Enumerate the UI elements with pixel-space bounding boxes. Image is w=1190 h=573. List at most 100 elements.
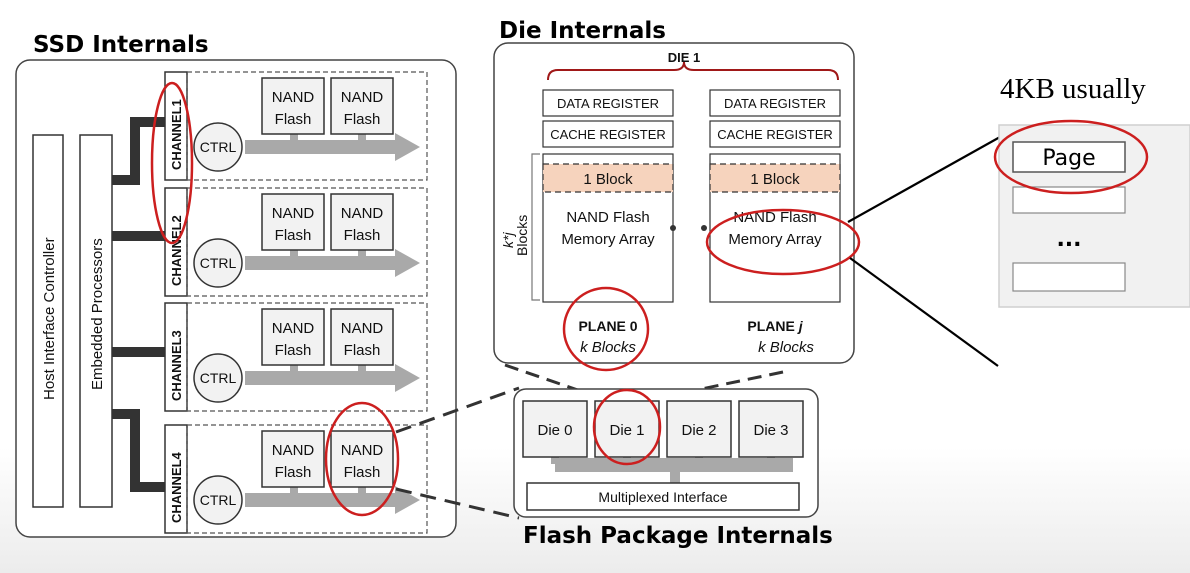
channel-4-ctrl-circle [193, 475, 243, 525]
die-2-box [666, 400, 732, 458]
planej-data-register [709, 89, 841, 117]
planej-cache-register [709, 120, 841, 148]
channel-2-dashed-box [186, 187, 428, 297]
channel-4-group: CHANNEL4 CTRL NAND Flash NAND Flash [164, 424, 428, 534]
svg-text:Memory Array: Memory Array [561, 231, 655, 248]
plane0-name: PLANE 0 [578, 318, 637, 334]
svg-text:CACHE REGISTER: CACHE REGISTER [717, 127, 833, 142]
svg-text:DATA REGISTER: DATA REGISTER [724, 96, 826, 111]
page-size-caption: 4KB usually [1000, 73, 1146, 105]
die-3-label: Die 3 [753, 422, 788, 439]
embedded-processors-box [79, 134, 113, 508]
planej-name: PLANE j [747, 318, 803, 334]
channel-3-nand-b [330, 308, 394, 366]
multiplexed-interface-label: Multiplexed Interface [598, 489, 727, 505]
channel-1-ctrl-label: CTRL [200, 139, 237, 155]
blocks-axis-label: Blocks [514, 215, 530, 256]
die-3-box [738, 400, 804, 458]
svg-text:NAND Flash: NAND Flash [566, 209, 649, 226]
channel-3-nand-a [261, 308, 325, 366]
connector-die-left [504, 363, 599, 399]
svg-text:NAND: NAND [272, 320, 315, 337]
callout-line-top [847, 136, 1001, 223]
svg-text:1 Block: 1 Block [750, 171, 800, 188]
channel-3-ctrl-circle [193, 353, 243, 403]
plane0-data-register [542, 89, 674, 117]
svg-text:NAND: NAND [341, 205, 384, 222]
svg-text:Flash: Flash [344, 111, 381, 128]
page-row-last [1012, 262, 1126, 292]
die-2-label: Die 2 [681, 422, 716, 439]
plane0-highlight-ellipse [562, 286, 650, 372]
die-0-box [522, 400, 588, 458]
channel-3-dashed-box [186, 302, 428, 412]
channel-1-ctrl-circle [193, 122, 243, 172]
plane0-block [542, 163, 674, 193]
plane0-cache-register [542, 120, 674, 148]
channel-1-nand-b [330, 77, 394, 135]
svg-text:1 Block: 1 Block [583, 171, 633, 188]
channel-4-label: CHANNEL4 [169, 451, 184, 523]
bus-lines [112, 117, 165, 492]
channel-4-dashed-box [186, 424, 428, 534]
die-label: DIE 1 [668, 50, 701, 65]
svg-text:Flash: Flash [344, 342, 381, 359]
channel-highlight-ellipse [150, 81, 194, 245]
svg-text:Memory Array: Memory Array [728, 231, 822, 248]
page-row [1012, 141, 1126, 173]
page-label: Page [1042, 146, 1095, 171]
die-1-label: Die 1 [609, 422, 644, 439]
channel-2-ctrl-circle [193, 238, 243, 288]
host-interface-controller-box [32, 134, 64, 508]
svg-text:NAND: NAND [341, 442, 384, 459]
embedded-processors-label: Embedded Processors [89, 238, 106, 390]
channel-3-group: CHANNEL3 CTRL NAND Flash NAND Flash [164, 302, 428, 412]
nand-highlight-ellipse [324, 401, 400, 517]
connector-dashed-top [395, 386, 520, 434]
die-0-label: Die 0 [537, 422, 572, 439]
channel-1-group: CHANNEL1 CTRL NAND Flash NAND Flash [164, 71, 428, 181]
channel-1-arrow-shaft [245, 140, 395, 154]
svg-text:NAND: NAND [272, 442, 315, 459]
channel-4-nand-a [261, 430, 325, 488]
svg-text:NAND: NAND [272, 205, 315, 222]
channel-4-nand-b [330, 430, 394, 488]
channel-2-nand-a [261, 193, 325, 251]
svg-text:Flash: Flash [275, 111, 312, 128]
svg-text:DATA REGISTER: DATA REGISTER [557, 96, 659, 111]
kj-label: k*j [500, 232, 516, 248]
svg-text:CTRL: CTRL [200, 492, 237, 508]
channel-1-label: CHANNEL1 [169, 99, 184, 170]
channel-2-label: CHANNEL2 [169, 215, 184, 286]
svg-text:CTRL: CTRL [200, 370, 237, 386]
channel-1-arrow-head [395, 133, 420, 161]
svg-text:Flash: Flash [344, 464, 381, 481]
svg-text:NAND: NAND [341, 89, 384, 106]
flash-package-title: Flash Package Internals [523, 523, 833, 549]
ssd-internals-title: SSD Internals [33, 32, 209, 58]
svg-text:Flash: Flash [275, 342, 312, 359]
host-interface-controller-label: Host Interface Controller [41, 237, 58, 400]
svg-text:Flash: Flash [275, 464, 312, 481]
package-bus [555, 458, 793, 472]
multiplexed-interface-box [526, 482, 800, 511]
die-brace [547, 61, 839, 81]
page-row-2 [1012, 186, 1126, 214]
channel-1-dashed-box [186, 71, 428, 181]
plane0-blocks: k Blocks [580, 339, 636, 356]
page-highlight-ellipse [993, 119, 1149, 195]
channel-3-label: CHANNEL3 [169, 330, 184, 401]
svg-text:NAND: NAND [272, 89, 315, 106]
svg-text:Flash: Flash [344, 227, 381, 244]
channel-1-nand-a [261, 77, 325, 135]
kj-bracket [531, 153, 540, 301]
planej-block [709, 163, 841, 193]
svg-text:Flash: Flash [275, 227, 312, 244]
die-internals-title: Die Internals [499, 18, 666, 44]
page-ellipsis: ... [1056, 227, 1081, 252]
svg-text:CACHE REGISTER: CACHE REGISTER [550, 127, 666, 142]
die-1-highlight-ellipse [592, 388, 662, 466]
channel-2-nand-b [330, 193, 394, 251]
svg-text:NAND: NAND [341, 320, 384, 337]
